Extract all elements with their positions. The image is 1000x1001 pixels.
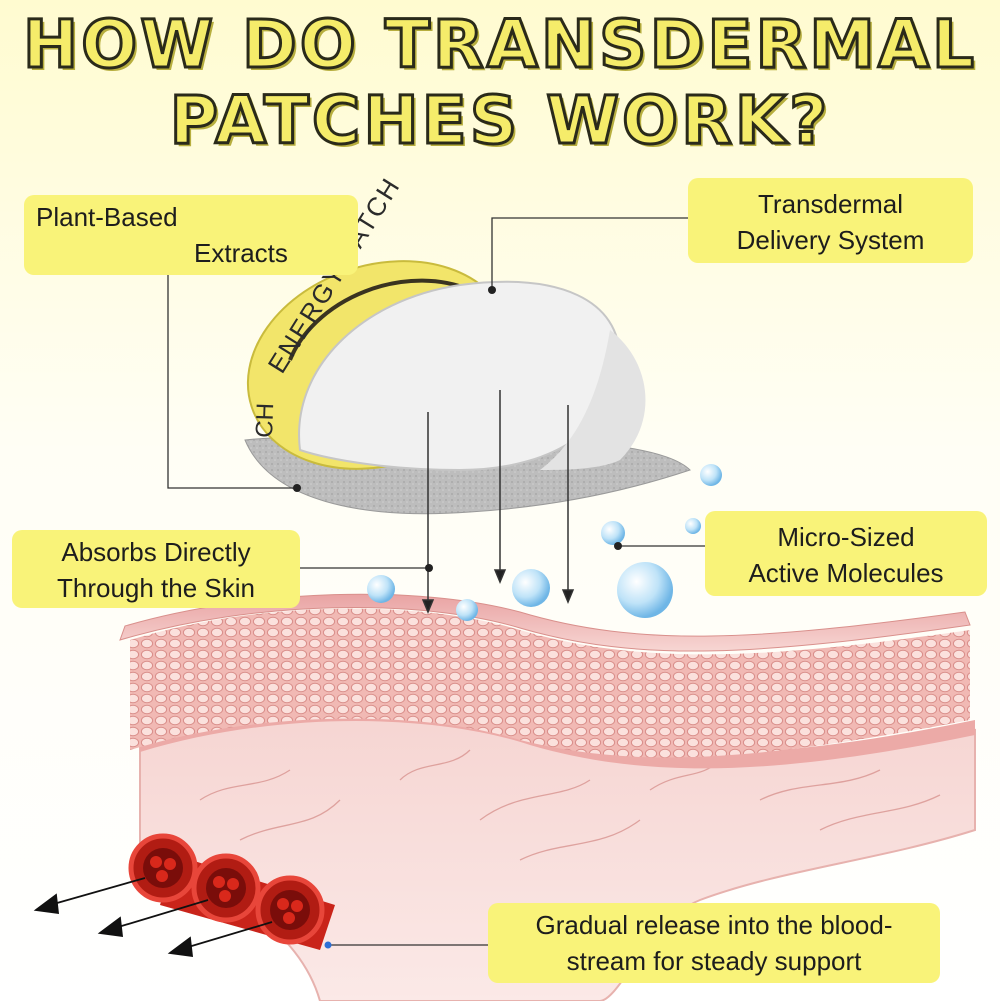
bubble (617, 562, 673, 618)
patch-imprint-edge-text: CH (251, 403, 279, 439)
callout-text-line: Delivery System (736, 225, 925, 255)
vessel-cross-section (191, 853, 261, 923)
bubble (367, 575, 395, 603)
veins (199, 749, 941, 861)
vessel-cross-section (128, 833, 198, 903)
bubble (700, 464, 722, 486)
callout-text-line: Gradual release into the blood- (535, 910, 893, 940)
leader-lines (167, 217, 705, 946)
callout-absorbs-directly: Absorbs Directly Through the Skin (12, 530, 300, 608)
callout-transdermal-delivery: Transdermal Delivery System (688, 178, 973, 263)
callout-text-line: stream for steady support (566, 946, 862, 976)
blood-vessels (128, 833, 335, 950)
bubble (601, 521, 625, 545)
callout-micro-sized-molecules: Micro-Sized Active Molecules (705, 511, 987, 596)
vessel-cross-section (255, 875, 325, 945)
bubble (685, 518, 701, 534)
callout-text-line: Plant-Based (36, 202, 178, 232)
callout-text-line: Through the Skin (56, 573, 255, 603)
page-title-line-1: HOW DO TRANSDERMAL (21, 6, 978, 83)
callout-text-line: Active Molecules (748, 558, 944, 588)
callout-text-line: Extracts (194, 238, 288, 268)
callout-gradual-release: Gradual release into the blood- stream f… (488, 903, 940, 983)
callout-plant-based-extracts: Plant-Based Extracts (24, 195, 358, 275)
callout-text-line: Transdermal (758, 189, 903, 219)
energy-patch (244, 260, 691, 515)
molecule-bubbles (367, 464, 722, 621)
bubble (456, 599, 478, 621)
stratum-corneum (119, 593, 971, 652)
callout-text-line: Micro-Sized (777, 522, 915, 552)
callout-text-line: Absorbs Directly (61, 537, 251, 567)
bubble (512, 569, 550, 607)
page-title-line-2: PATCHES WORK? (168, 82, 831, 159)
skin-layers (119, 593, 976, 1001)
bloodstream-arrows (33, 877, 273, 958)
leader-dots (293, 286, 622, 572)
